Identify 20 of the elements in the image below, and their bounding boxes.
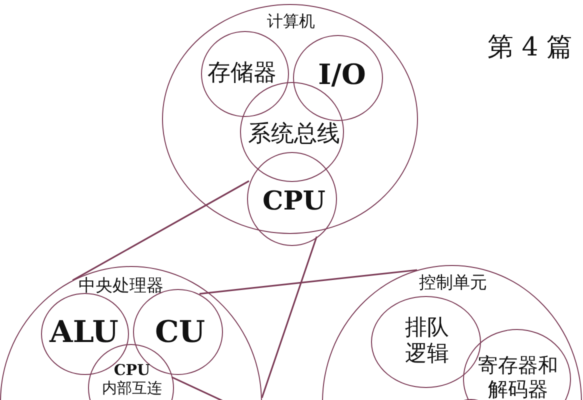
circle-label: CU	[154, 315, 206, 351]
magnify-line	[199, 269, 418, 295]
magnify-line	[72, 180, 250, 281]
venn-circle	[247, 152, 337, 246]
circle-label: 寄存器和解码器	[477, 353, 559, 400]
circle-label: 存储器	[208, 60, 276, 88]
circle-label: CPU	[262, 186, 326, 218]
venn-circle	[293, 35, 383, 121]
circle-label: 排队逻辑	[404, 316, 450, 368]
circle-heading: 计算机	[267, 11, 315, 31]
circle-heading: 中央处理器	[78, 276, 164, 296]
circle-label: I/O	[318, 58, 366, 92]
venn-circle	[463, 329, 571, 400]
circle-label: ALU	[50, 315, 118, 351]
circle-label: 系统总线	[248, 121, 340, 149]
venn-circle	[201, 31, 289, 117]
circle-label: CPU 内部互连	[101, 361, 163, 397]
magnify-line	[261, 236, 318, 398]
part-label: 第 4 篇	[487, 32, 573, 64]
circle-heading: 控制单元	[419, 272, 487, 294]
